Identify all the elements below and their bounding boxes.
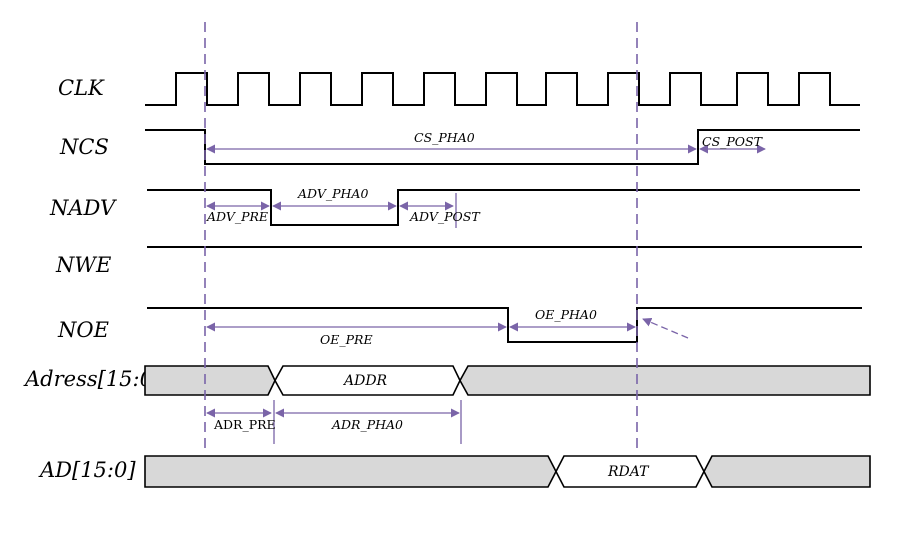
bus-value-addr: ADDR: [342, 373, 388, 389]
nadv-waveform: [147, 189, 860, 226]
ad-bus-invalid-2: [703, 455, 871, 488]
label-noe: NOE: [57, 318, 109, 342]
cs-pha0-label: CS_PHA0: [414, 130, 475, 145]
ncs-waveform: [145, 129, 860, 165]
adv-pha0-label: ADV_PHA0: [297, 186, 368, 201]
adv-post-label: ADV_POST: [409, 209, 481, 224]
label-nadv: NADV: [49, 196, 117, 220]
noe-edge-pointer: [642, 317, 689, 339]
label-clk: CLK: [58, 76, 105, 100]
ad-bus-invalid-1: [144, 455, 557, 488]
bus-value-rdat: RDAT: [607, 464, 650, 480]
label-nwe: NWE: [55, 253, 111, 277]
clk-waveform: [145, 72, 860, 106]
adr-pre-label: ADR_PRE: [213, 417, 276, 432]
noe-waveform: [147, 307, 862, 343]
cs-post-label: CS_POST: [702, 134, 764, 149]
address-bus-invalid-2: [459, 365, 871, 396]
label-ncs: NCS: [59, 135, 109, 159]
ad-bus: RDAT: [144, 455, 871, 488]
oe-pre-label: OE_PRE: [320, 332, 373, 347]
address-bus: ADDR: [144, 365, 871, 396]
oe-pha0-label: OE_PHA0: [535, 307, 597, 322]
address-bus-invalid-1: [144, 365, 276, 396]
adr-pha0-label: ADR_PHA0: [331, 417, 403, 432]
label-ad: AD[15:0]: [38, 458, 136, 482]
label-address: Adress[15:0]: [23, 367, 162, 391]
adv-pre-label: ADV_PRE: [206, 209, 268, 224]
